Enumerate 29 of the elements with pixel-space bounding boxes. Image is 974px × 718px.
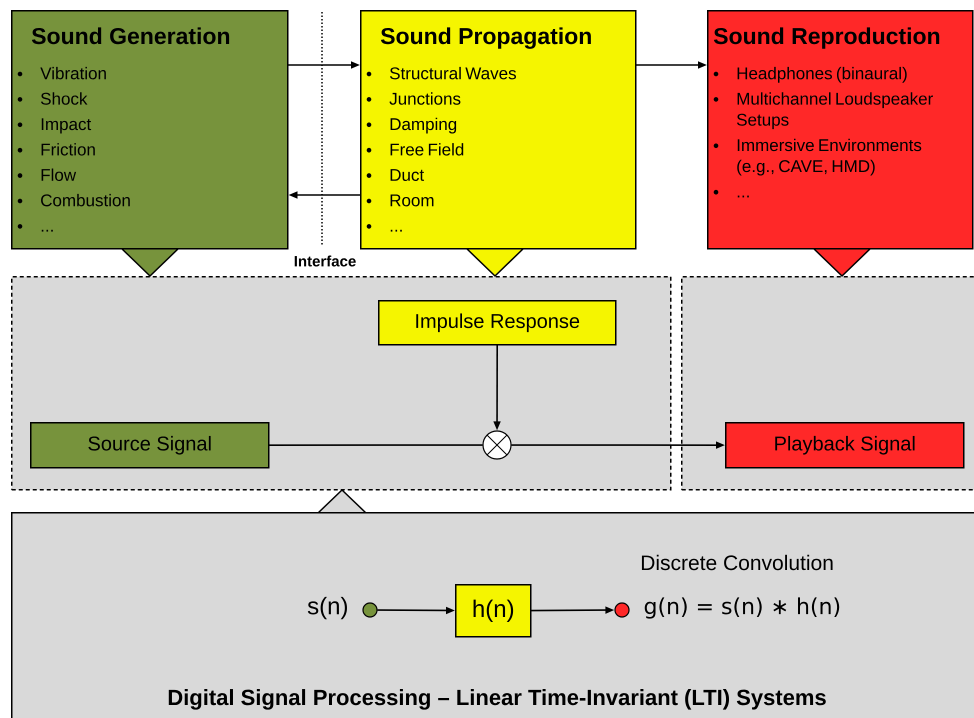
list-item: ... bbox=[714, 190, 749, 198]
signal-box: Playback Signal bbox=[725, 422, 964, 468]
list-item: Combustion bbox=[18, 194, 130, 206]
list-item: Junctions bbox=[366, 92, 460, 105]
list-item: Vibration bbox=[18, 66, 106, 80]
list-item: Immersive Environments (e.g., CAVE, HMD) bbox=[714, 138, 922, 176]
list-item: Free Field bbox=[366, 143, 464, 156]
list-item: Impact bbox=[18, 118, 92, 134]
list-item: Shock bbox=[18, 92, 88, 105]
list-item: ... bbox=[366, 224, 402, 232]
list-item: Headphones (binaural) bbox=[714, 66, 907, 83]
signal-label: s(n) bbox=[308, 596, 347, 620]
signal-dot bbox=[362, 602, 378, 618]
multiplier-symbol bbox=[482, 430, 512, 460]
signal-box: Impulse Response bbox=[378, 300, 616, 346]
convolution-caption: Discrete Convolution bbox=[642, 554, 833, 570]
list-item: Multichannel Loudspeaker Setups bbox=[714, 92, 933, 130]
list-item: Damping bbox=[366, 118, 456, 134]
list-item: Flow bbox=[18, 168, 76, 181]
list-item: Room bbox=[366, 194, 434, 206]
list-item: Friction bbox=[18, 143, 95, 156]
signal-box: Source Signal bbox=[30, 422, 270, 468]
convolution-formula: g(n) = s(n) ∗ h(n) bbox=[644, 597, 840, 619]
list-item: Duct bbox=[366, 169, 424, 181]
list-item: ... bbox=[18, 224, 53, 232]
list-item: Structural Waves bbox=[366, 66, 516, 80]
filter-box: h(n) bbox=[455, 584, 532, 638]
signal-dot bbox=[614, 602, 630, 618]
interface-label: Interface bbox=[294, 256, 356, 266]
